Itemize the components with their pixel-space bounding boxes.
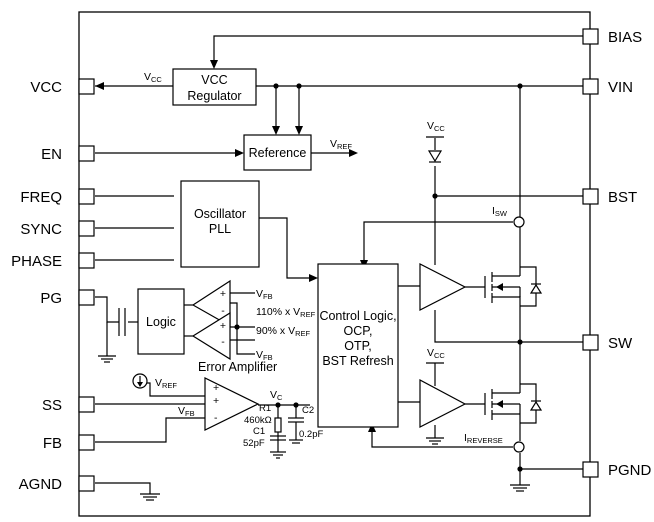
bst-diode-vcc-label: VCC	[427, 120, 445, 133]
pin-ss-pad[interactable]	[78, 396, 95, 413]
error-amplifier: + + -	[204, 377, 260, 431]
agnd-ground-symbol	[140, 493, 160, 501]
ireverse-sense-node	[513, 441, 525, 453]
pg-upper-threshold-label: 110% x VREF	[256, 306, 316, 319]
pin-bst-pad[interactable]	[582, 188, 599, 205]
r1-resistor	[274, 417, 282, 433]
pin-ss-label: SS	[42, 397, 62, 414]
low-side-driver	[419, 379, 467, 428]
svg-text:PLL: PLL	[209, 222, 231, 236]
pin-bias-pad[interactable]	[582, 28, 599, 45]
svg-text:+: +	[213, 382, 219, 394]
pg-lower-threshold-label: 90% x VREF	[256, 325, 311, 338]
pg-pulldown-fet	[118, 308, 126, 336]
error-amplifier-label: Error Amplifier	[198, 360, 277, 374]
pgnd-ground-symbol	[510, 484, 530, 492]
pin-pg-pad[interactable]	[78, 289, 95, 306]
isw-sense-node	[513, 216, 525, 228]
pin-vcc-pad[interactable]	[78, 78, 95, 95]
pin-sync-pad[interactable]	[78, 220, 95, 237]
svg-text:-: -	[221, 305, 225, 317]
pin-en-pad[interactable]	[78, 145, 95, 162]
pin-vin-label: VIN	[608, 79, 633, 96]
left-pins: VCC EN FREQ SYNC PHASE PG SS FB AGND	[11, 78, 95, 493]
r1-value-label: 460kΩ	[244, 415, 272, 426]
pin-pgnd-label: PGND	[608, 462, 652, 479]
svg-text:+: +	[220, 320, 226, 332]
bst-diode	[427, 150, 443, 163]
svg-text:Oscillator: Oscillator	[194, 207, 246, 221]
vcc-regulator-block: VCC Regulator	[172, 68, 257, 106]
low-side-mosfet	[484, 383, 543, 424]
svg-text:BST Refresh: BST Refresh	[322, 354, 393, 368]
high-side-driver	[419, 263, 467, 311]
svg-text:VCC: VCC	[201, 73, 227, 87]
pin-vcc-label: VCC	[30, 79, 62, 96]
pin-freq-pad[interactable]	[78, 188, 95, 205]
pg-lower-comparator: + -	[191, 311, 231, 361]
svg-text:+: +	[220, 288, 226, 300]
svg-text:+: +	[213, 395, 219, 407]
pin-fb-pad[interactable]	[78, 434, 95, 451]
svg-text:OTP,: OTP,	[344, 339, 372, 353]
control-logic-block: Control Logic, OCP, OTP, BST Refresh	[317, 263, 399, 428]
reference-output-label: VREF	[330, 138, 352, 151]
isw-label: ISW	[492, 205, 508, 218]
error-amp-vfb-label: VFB	[178, 405, 195, 418]
pin-phase-pad[interactable]	[78, 252, 95, 269]
c2-name-label: C2	[302, 405, 314, 416]
pin-phase-label: PHASE	[11, 253, 62, 270]
pin-agnd-label: AGND	[19, 476, 63, 493]
r1-name-label: R1	[259, 403, 271, 414]
pin-freq-label: FREQ	[20, 189, 62, 206]
svg-text:Logic: Logic	[146, 315, 176, 329]
svg-text:OCP,: OCP,	[344, 324, 373, 338]
junction-dots	[234, 83, 523, 472]
c1-name-label: C1	[253, 426, 265, 437]
low-side-vcc-label: VCC	[427, 347, 445, 360]
pg-logic-block: Logic	[137, 288, 185, 355]
pg-ground-symbol	[98, 355, 116, 363]
ireverse-label: IREVERSE	[464, 432, 503, 445]
c2-value-label: 0.2pF	[299, 429, 323, 440]
pin-sync-label: SYNC	[20, 221, 62, 238]
pin-fb-label: FB	[43, 435, 62, 452]
pg-lower-vfb-label: VFB	[256, 349, 273, 362]
high-side-mosfet	[484, 266, 543, 307]
pin-pgnd-pad[interactable]	[582, 461, 599, 478]
pin-sw-label: SW	[608, 335, 633, 352]
error-amp-vref-label: VREF	[155, 377, 177, 390]
compensation-ground-symbol	[270, 451, 286, 459]
pin-vin-pad[interactable]	[582, 78, 599, 95]
svg-text:-: -	[221, 336, 225, 348]
pin-bst-label: BST	[608, 189, 637, 206]
pin-agnd-pad[interactable]	[78, 475, 95, 492]
vcc-regulator-output-label: VCC	[144, 71, 162, 84]
svg-text:Regulator: Regulator	[187, 89, 241, 103]
right-pins: BIAS VIN BST SW PGND	[582, 28, 652, 479]
error-amp-vc-label: VC	[270, 389, 283, 402]
pin-en-label: EN	[41, 146, 62, 163]
c1-value-label: 52pF	[243, 438, 265, 449]
pin-bias-label: BIAS	[608, 29, 642, 46]
pg-upper-comparator: + -	[191, 279, 231, 328]
c2-capacitor	[288, 417, 304, 444]
svg-text:-: -	[214, 412, 218, 424]
reference-block: Reference	[243, 134, 312, 171]
c1-capacitor	[270, 435, 286, 441]
svg-text:Control Logic,: Control Logic,	[319, 309, 396, 323]
pin-pg-label: PG	[40, 290, 62, 307]
pg-upper-vfb-label: VFB	[256, 288, 273, 301]
pin-sw-pad[interactable]	[582, 334, 599, 351]
vref-current-source	[132, 373, 148, 389]
wiring	[95, 35, 583, 494]
svg-text:Reference: Reference	[249, 146, 307, 160]
low-side-driver-ground-symbol	[426, 437, 444, 445]
oscillator-pll-block: Oscillator PLL	[180, 180, 260, 268]
